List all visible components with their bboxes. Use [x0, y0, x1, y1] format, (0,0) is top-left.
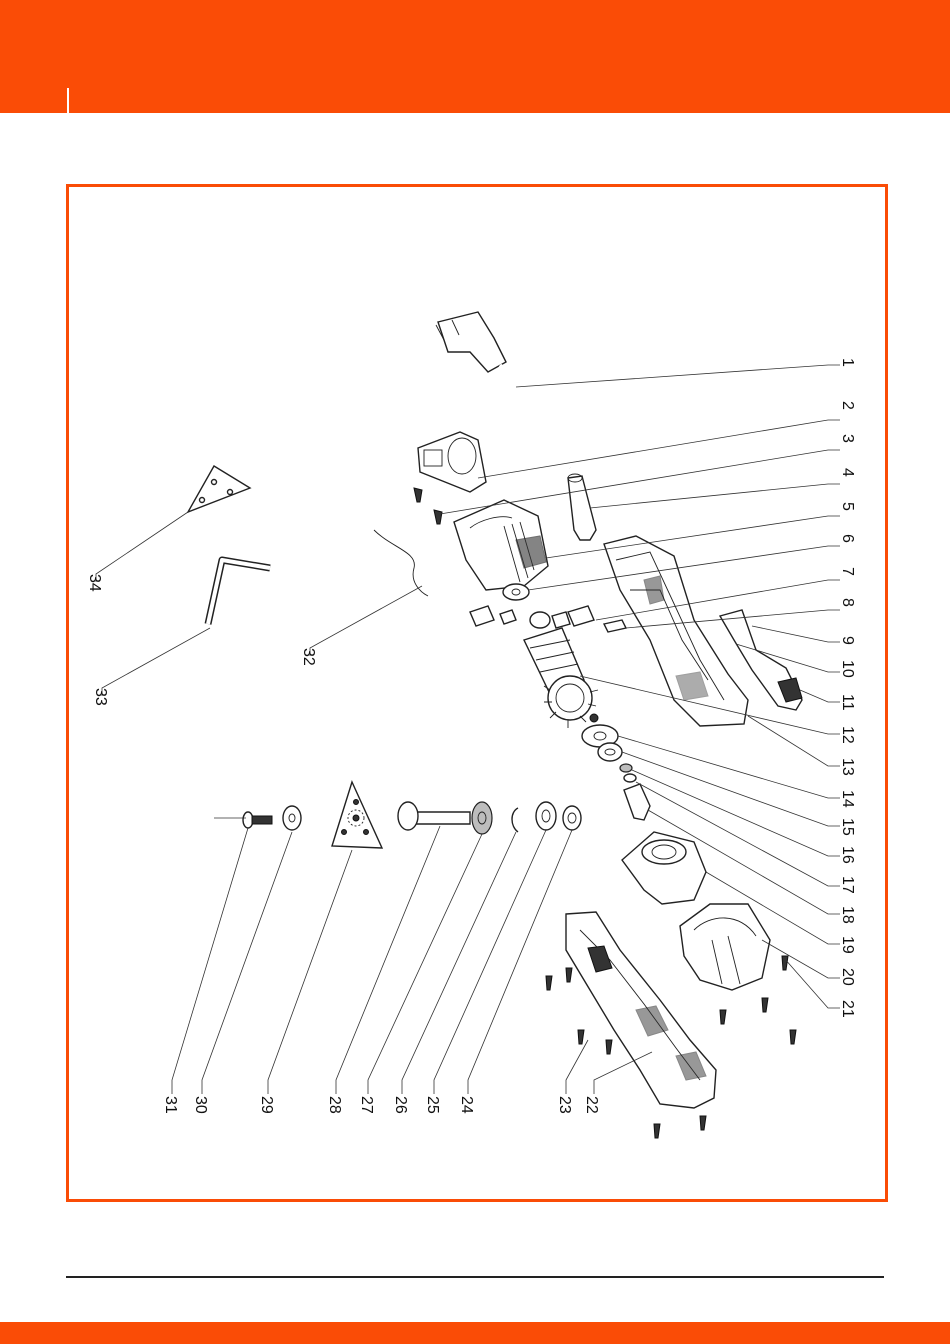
callout-9: 9: [839, 636, 856, 645]
callout-24: 24: [458, 1096, 475, 1114]
spindle-assembly: [398, 802, 581, 834]
washer-16: [624, 774, 636, 782]
callout-17: 17: [839, 876, 856, 894]
callout-20: 20: [839, 968, 856, 986]
callout-21: 21: [839, 1000, 856, 1018]
callout-2: 2: [839, 401, 856, 410]
callout-32: 32: [300, 648, 317, 666]
motor-housing-part: [604, 536, 748, 726]
callout-22: 22: [583, 1096, 600, 1114]
callout-6: 6: [839, 534, 856, 543]
wire-32: [374, 530, 428, 596]
callout-29: 29: [258, 1096, 275, 1114]
callout-18: 18: [839, 906, 856, 924]
callout-7: 7: [839, 567, 856, 576]
bolt-31: [214, 812, 272, 828]
switch-bracket-part: [604, 620, 626, 632]
callout-33: 33: [92, 688, 109, 706]
bearing-14: [598, 743, 622, 761]
cable-clamp-part: [418, 432, 486, 492]
footer-bar: [0, 1322, 950, 1344]
sanding-pad-part: [332, 782, 382, 848]
callout-10: 10: [839, 660, 856, 678]
callout-28: 28: [326, 1096, 343, 1114]
sanding-sheet-34: [188, 466, 250, 512]
callout-26: 26: [392, 1096, 409, 1114]
callout-30: 30: [192, 1096, 209, 1114]
armature-part: [524, 612, 598, 728]
clamp-screws: [414, 488, 442, 524]
callout-34: 34: [86, 574, 103, 592]
washer-6: [503, 584, 529, 600]
callout-23: 23: [556, 1096, 573, 1114]
eccentric-fork-17: [624, 784, 650, 820]
callout-3: 3: [839, 434, 856, 443]
callout-19: 19: [839, 936, 856, 954]
callout-16: 16: [839, 846, 856, 864]
callout-8: 8: [839, 598, 856, 607]
stator-part: [454, 500, 548, 590]
callout-5: 5: [839, 502, 856, 511]
callout-12: 12: [839, 726, 856, 744]
callout-4: 4: [839, 468, 856, 477]
strain-relief-part: [568, 474, 596, 540]
callout-25: 25: [424, 1096, 441, 1114]
flange-30: [283, 806, 301, 830]
callout-14: 14: [839, 790, 856, 808]
callout-11: 11: [839, 694, 856, 711]
callout-1: 1: [839, 358, 856, 367]
front-cover-part: [680, 904, 770, 990]
footer-rule: [66, 1276, 884, 1278]
callout-27: 27: [358, 1096, 375, 1114]
callout-13: 13: [839, 758, 856, 776]
callout-31: 31: [162, 1096, 179, 1114]
callout-15: 15: [839, 818, 856, 836]
hex-key-33: [208, 560, 270, 624]
washer-15: [620, 764, 632, 772]
gear-housing-part: [622, 832, 706, 904]
